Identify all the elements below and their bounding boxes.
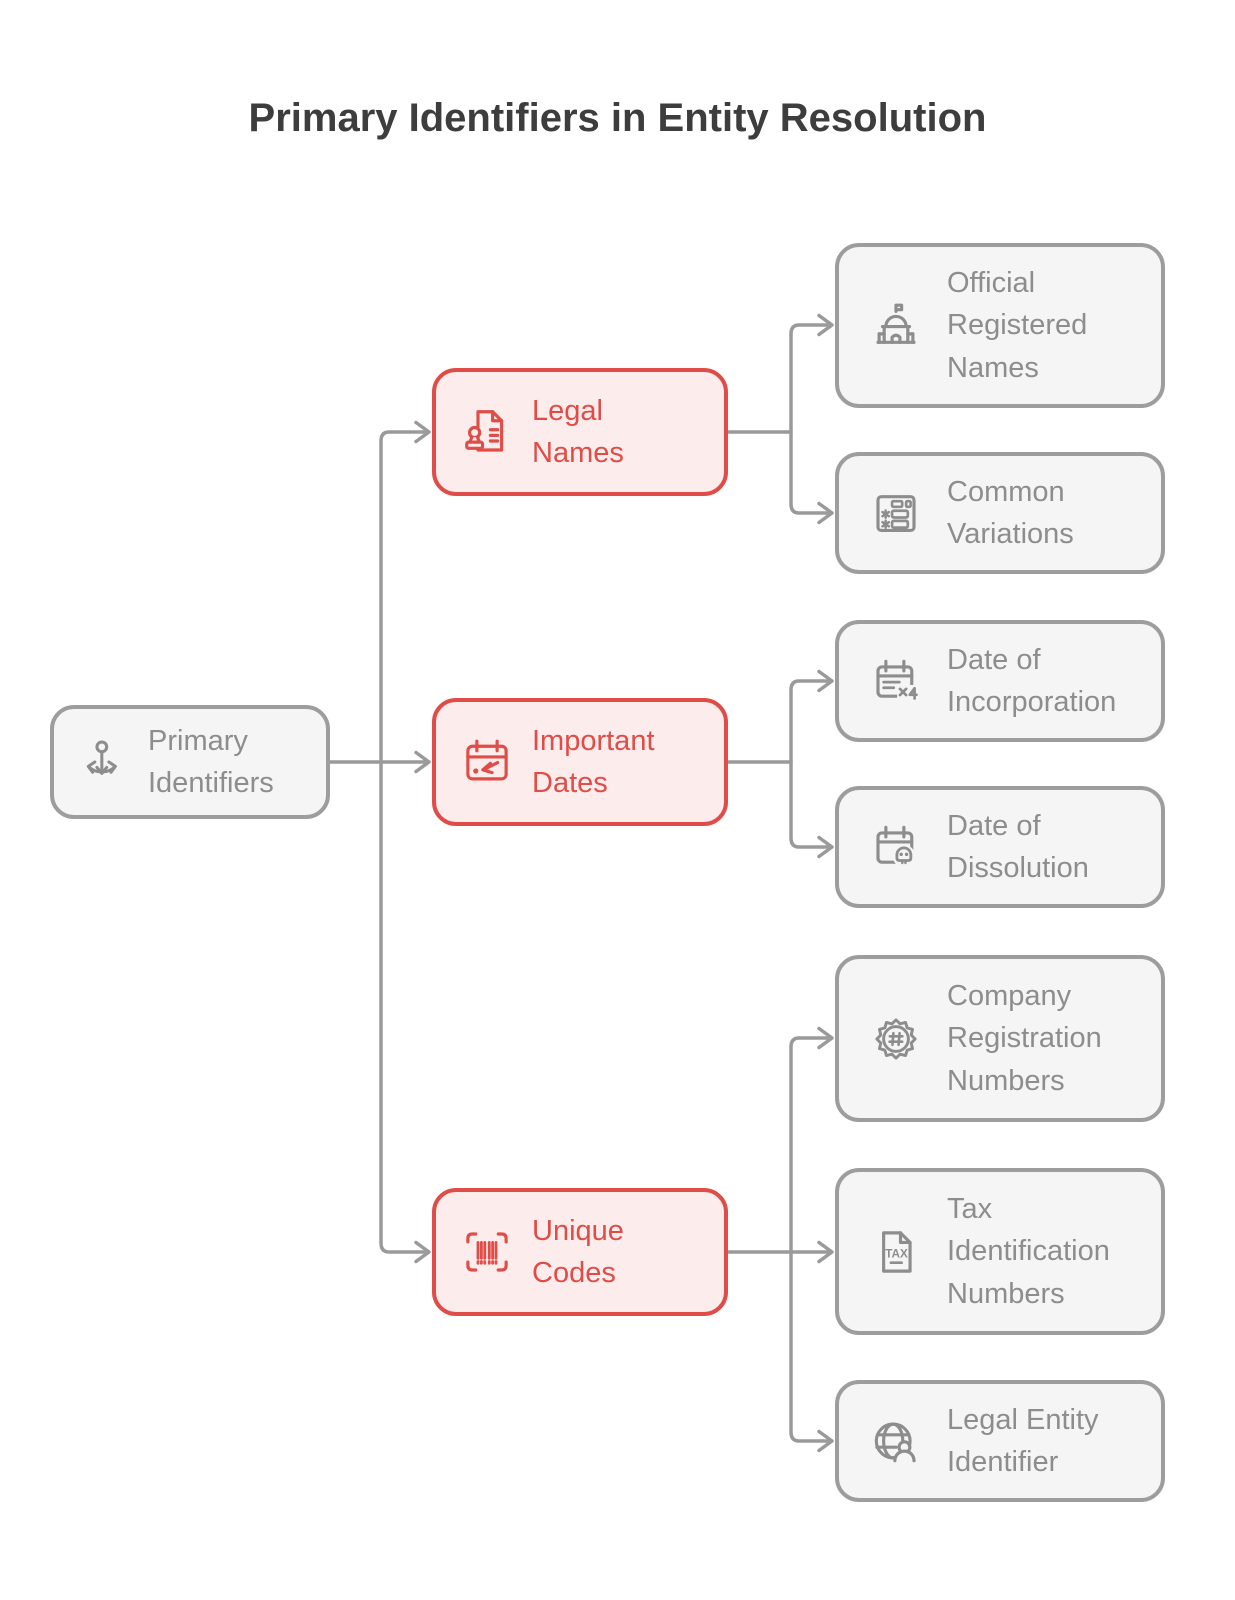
node-unique-codes: Unique Codes <box>432 1188 728 1316</box>
anchor-icon <box>78 736 130 788</box>
calendar-arrow-icon <box>460 735 514 789</box>
node-label: Primary Identifiers <box>148 724 274 799</box>
form-list-icon <box>869 486 923 540</box>
node-label: Official Registered Names <box>947 267 1088 384</box>
page-title: Primary Identifiers in Entity Resolution <box>248 96 987 140</box>
node-common-variations: Common Variations <box>835 452 1165 574</box>
calendar-skull-icon <box>869 820 923 874</box>
government-building-icon <box>869 299 923 353</box>
stamp-document-icon <box>460 405 514 459</box>
node-legal-entity-identifier: Legal Entity Identifier <box>835 1380 1165 1502</box>
seal-number-icon <box>869 1012 923 1066</box>
node-official-registered-names: Official Registered Names <box>835 243 1165 408</box>
node-label: Tax Identification Numbers <box>947 1193 1110 1310</box>
node-label: Date of Incorporation <box>947 643 1117 718</box>
node-label: Common Variations <box>947 475 1074 550</box>
node-company-registration-numbers: Company Registration Numbers <box>835 955 1165 1122</box>
node-date-of-incorporation: Date of Incorporation <box>835 620 1165 742</box>
node-label: Unique Codes <box>532 1214 624 1289</box>
barcode-scan-icon <box>460 1225 514 1279</box>
node-legal-names: Legal Names <box>432 368 728 496</box>
node-tax-identification-numbers: TAX Tax Identification Numbers <box>835 1168 1165 1335</box>
node-important-dates: Important Dates <box>432 698 728 826</box>
globe-person-icon <box>869 1414 923 1468</box>
node-primary-identifiers: Primary Identifiers <box>50 705 330 819</box>
node-label: Date of Dissolution <box>947 809 1089 884</box>
calendar-multiply-icon <box>869 654 923 708</box>
node-label: Legal Entity Identifier <box>947 1403 1099 1478</box>
node-label: Important Dates <box>532 724 655 799</box>
svg-text:TAX: TAX <box>885 1246 908 1260</box>
tax-document-icon: TAX <box>869 1225 923 1279</box>
node-date-of-dissolution: Date of Dissolution <box>835 786 1165 908</box>
node-label: Company Registration Numbers <box>947 980 1102 1097</box>
node-label: Legal Names <box>532 394 624 469</box>
